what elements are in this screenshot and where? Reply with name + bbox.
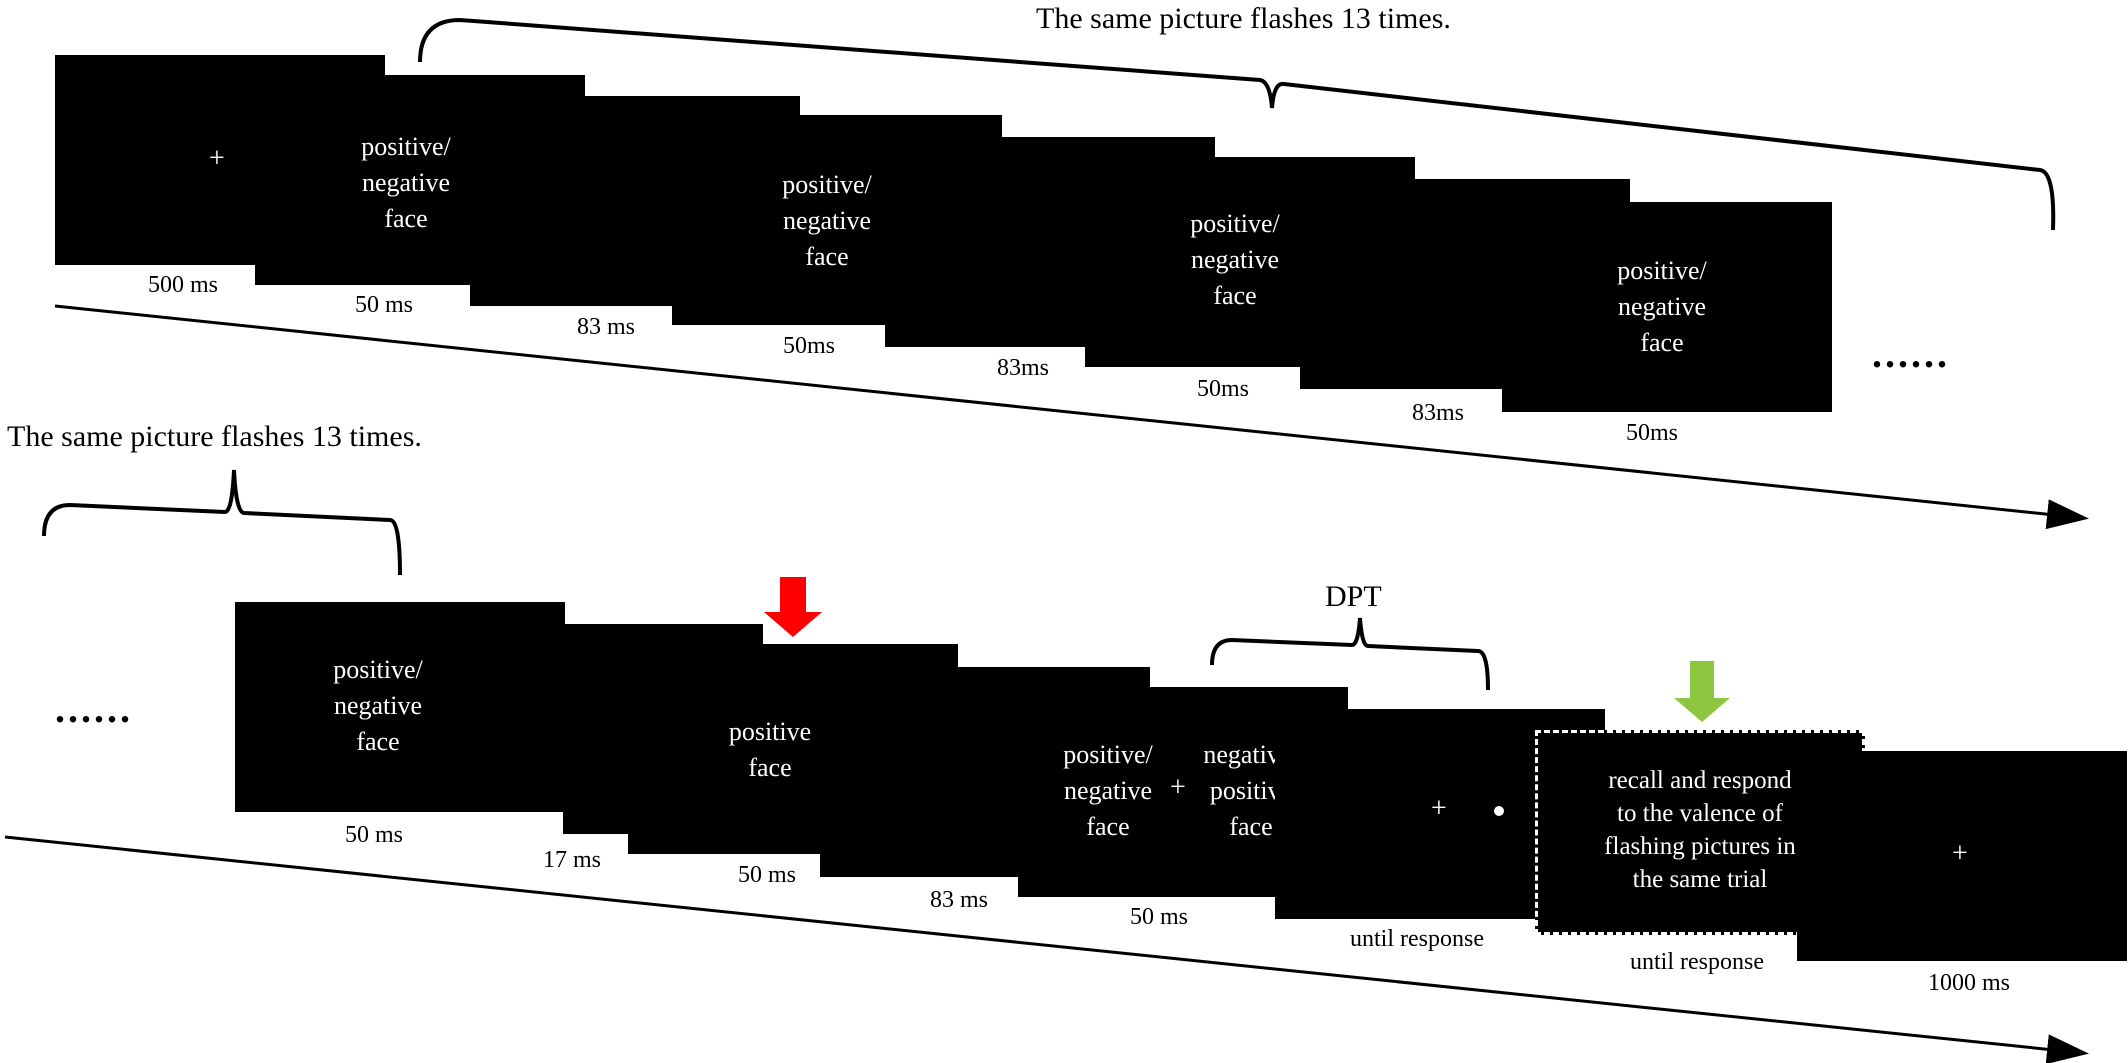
- final-fixation-panel: [1797, 751, 2127, 961]
- duration-label: 500 ms: [148, 272, 219, 298]
- duration-label: 50 ms: [738, 862, 797, 888]
- bottom-ellipsis: ......: [55, 686, 133, 731]
- green-down-arrow: [1674, 661, 1730, 722]
- bottom-brace: [42, 469, 402, 576]
- duration-label: 50ms: [1626, 420, 1679, 446]
- fixation-cross: +: [1170, 772, 1186, 803]
- top-time-axis: [54, 304, 2089, 530]
- fixation-cross: +: [1431, 793, 1447, 824]
- bottom-time-axis: [4, 835, 2089, 1063]
- duration-label: 50 ms: [355, 292, 414, 318]
- duration-label: until response: [1630, 949, 1764, 975]
- dpt-label: DPT: [1325, 580, 1382, 613]
- red-down-arrow: [764, 577, 822, 637]
- duration-label: 1000 ms: [1928, 970, 2011, 996]
- duration-label: until response: [1350, 926, 1484, 952]
- dpt-brace: [1210, 617, 1490, 691]
- top-ellipsis: ......: [1872, 331, 1950, 376]
- duration-label: 83 ms: [930, 887, 989, 913]
- duration-label: 83ms: [1412, 400, 1465, 426]
- duration-label: 83 ms: [577, 314, 636, 340]
- bottom-caption: The same picture flashes 13 times.: [7, 420, 422, 453]
- duration-label: 50 ms: [1130, 904, 1189, 930]
- top-brace: [418, 17, 2056, 231]
- probe-dot: [1494, 806, 1504, 816]
- face-panel-5: [235, 602, 565, 812]
- duration-label: 17 ms: [543, 847, 602, 873]
- duration-label: 50ms: [783, 333, 836, 359]
- top-caption: The same picture flashes 13 times.: [1036, 2, 1451, 35]
- face-panel-4: [1502, 202, 1832, 412]
- duration-label: 50ms: [1197, 376, 1250, 402]
- duration-label: 83ms: [997, 355, 1050, 381]
- duration-label: 50 ms: [345, 822, 404, 848]
- fixation-cross: +: [209, 143, 225, 174]
- fixation-cross: +: [1952, 838, 1968, 869]
